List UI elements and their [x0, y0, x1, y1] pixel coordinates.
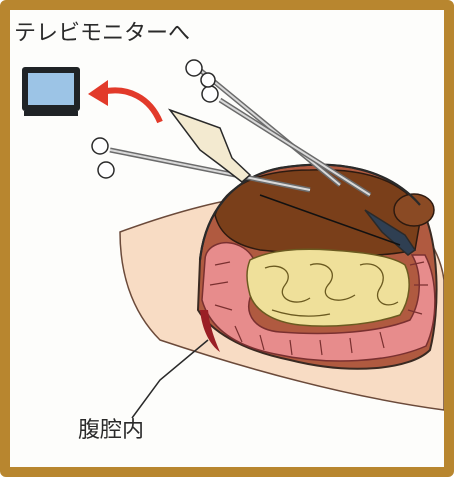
laparoscopy-illustration — [10, 10, 444, 467]
liver — [215, 170, 422, 256]
arrow-to-monitor — [102, 90, 160, 122]
monitor-icon — [22, 67, 80, 116]
monitor-label: テレビモニターへ — [14, 15, 190, 47]
abdominal-cavity-label: 腹腔内 — [78, 412, 144, 444]
arrow-head — [88, 80, 108, 106]
